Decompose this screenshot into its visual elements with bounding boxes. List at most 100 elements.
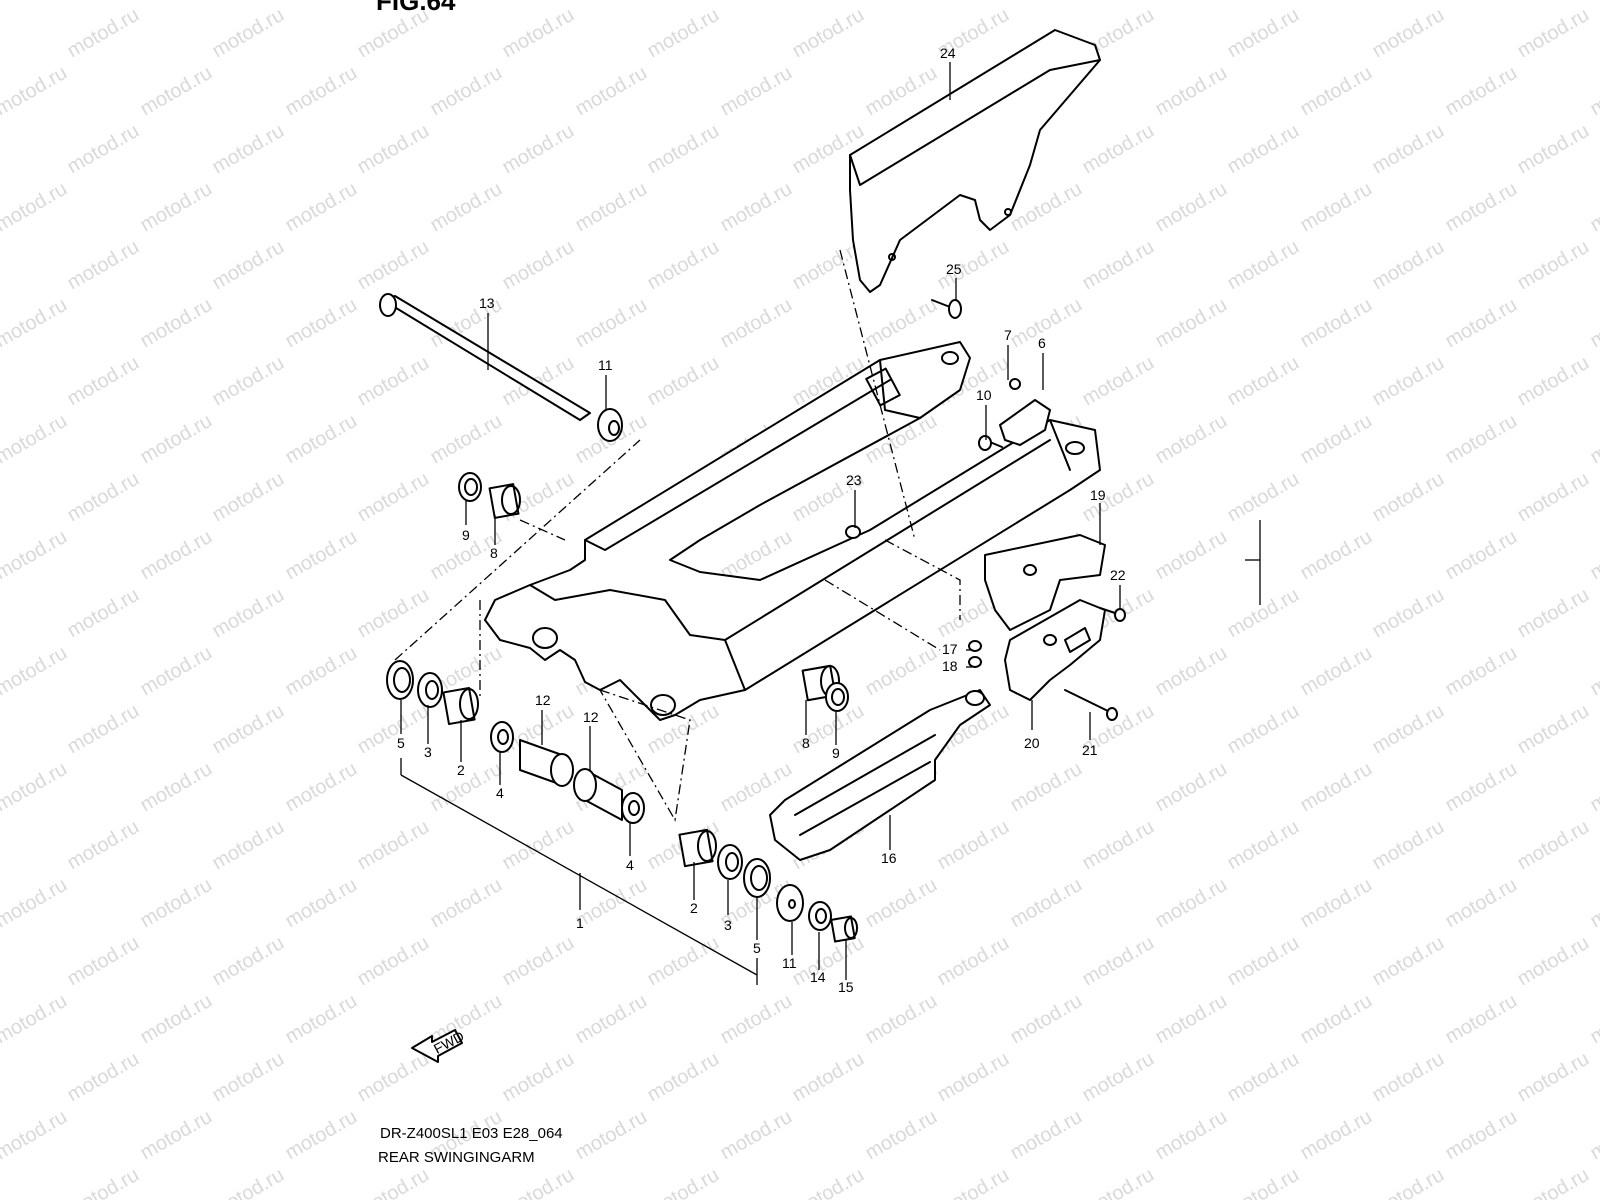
watermark-text: motod.ru (0, 1106, 71, 1165)
watermark-text: motod.ru (0, 410, 71, 469)
watermark-text: motod.ru (1587, 758, 1600, 817)
watermark-text: motod.ru (209, 236, 288, 295)
callout-5: 5 (753, 940, 761, 956)
watermark-text: motod.ru (1442, 526, 1521, 585)
watermark-text: motod.ru (137, 758, 216, 817)
watermark-text: motod.ru (1224, 4, 1303, 63)
callout-4: 4 (626, 857, 634, 873)
watermark-text: motod.ru (64, 1164, 143, 1200)
watermark-text: motod.ru (1224, 932, 1303, 991)
callout-9: 9 (462, 527, 470, 543)
watermark-text: motod.ru (862, 990, 941, 1049)
watermark-text: motod.ru (0, 62, 71, 121)
watermark-text: motod.ru (209, 584, 288, 643)
watermark-text: motod.ru (1587, 1106, 1600, 1165)
chain-case (849, 29, 1101, 293)
watermark-text: motod.ru (137, 178, 216, 237)
callout-13: 13 (479, 295, 495, 311)
washer-3-right (717, 844, 743, 880)
watermark-text: motod.ru (862, 294, 941, 353)
watermark-text: motod.ru (1297, 294, 1376, 353)
watermark-text: motod.ru (1152, 410, 1231, 469)
watermark-text: motod.ru (644, 1164, 723, 1200)
screw-25 (931, 299, 962, 319)
watermark-text: motod.ru (209, 120, 288, 179)
watermark-text: motod.ru (499, 1048, 578, 1107)
watermark-text: motod.ru (1297, 990, 1376, 1049)
watermark-text: motod.ru (1369, 236, 1448, 295)
callout-12: 12 (535, 692, 551, 708)
watermark-text: motod.ru (572, 294, 651, 353)
watermark-text: motod.ru (717, 62, 796, 121)
callout-5: 5 (397, 735, 405, 751)
watermark-text: motod.ru (137, 0, 216, 4)
watermark-text: motod.ru (282, 526, 361, 585)
nut-23 (845, 525, 861, 539)
watermark-text: motod.ru (1587, 294, 1600, 353)
watermark-text: motod.ru (427, 874, 506, 933)
callout-24: 24 (940, 45, 956, 61)
callout-4: 4 (496, 785, 504, 801)
watermark-text: motod.ru (282, 758, 361, 817)
watermark-text: motod.ru (934, 1164, 1013, 1200)
watermark-text: motod.ru (1442, 62, 1521, 121)
watermark-text: motod.ru (717, 1106, 796, 1165)
watermark-text: motod.ru (717, 0, 796, 4)
watermark-text: motod.ru (862, 642, 941, 701)
watermark-text: motod.ru (1152, 526, 1231, 585)
watermark-text: motod.ru (862, 1106, 941, 1165)
watermark-text: motod.ru (1514, 1164, 1593, 1200)
watermark-text: motod.ru (862, 874, 941, 933)
watermark-text: motod.ru (1297, 526, 1376, 585)
watermark-text: motod.ru (1514, 1048, 1593, 1107)
watermark-text: motod.ru (137, 874, 216, 933)
watermark-text: motod.ru (499, 932, 578, 991)
watermark-text: motod.ru (1079, 816, 1158, 875)
watermark-text: motod.ru (1587, 178, 1600, 237)
watermark-text: motod.ru (137, 642, 216, 701)
watermark-text: motod.ru (137, 1106, 216, 1165)
callout-8: 8 (802, 735, 810, 751)
watermark-text: motod.ru (789, 932, 868, 991)
leader-lines (400, 62, 1261, 985)
watermark-text: motod.ru (282, 0, 361, 4)
watermark-text: motod.ru (1224, 468, 1303, 527)
watermark-text: motod.ru (354, 236, 433, 295)
watermark-text: motod.ru (1442, 178, 1521, 237)
callout-9: 9 (832, 745, 840, 761)
watermark-text: motod.ru (1442, 990, 1521, 1049)
watermark-text: motod.ru (1587, 526, 1600, 585)
oil-seal-9 (458, 472, 482, 502)
watermark-text: motod.ru (1587, 874, 1600, 933)
watermark-text: motod.ru (1007, 990, 1086, 1049)
watermark-text: motod.ru (1514, 700, 1593, 759)
watermark-text: motod.ru (1587, 642, 1600, 701)
watermark-text: motod.ru (354, 468, 433, 527)
watermark-text: motod.ru (64, 4, 143, 63)
watermark-text: motod.ru (499, 120, 578, 179)
watermark-text: motod.ru (1152, 294, 1231, 353)
watermark-text: motod.ru (1152, 874, 1231, 933)
watermark-text: motod.ru (209, 468, 288, 527)
watermark-text: motod.ru (1297, 642, 1376, 701)
watermark-text: motod.ru (1514, 468, 1593, 527)
callout-17: 17 (942, 641, 958, 657)
callout-20: 20 (1024, 735, 1040, 751)
watermark-text: motod.ru (1442, 0, 1521, 4)
watermark-text: motod.ru (1587, 0, 1600, 4)
callout-2: 2 (457, 762, 465, 778)
watermark-text: motod.ru (1007, 294, 1086, 353)
watermark-text: motod.ru (1224, 236, 1303, 295)
watermark-text: motod.ru (209, 700, 288, 759)
watermark-text: motod.ru (644, 352, 723, 411)
watermark-text: motod.ru (354, 1164, 433, 1200)
callout-14: 14 (810, 969, 826, 985)
watermark-text: motod.ru (1079, 932, 1158, 991)
watermark-text: motod.ru (1297, 178, 1376, 237)
watermark-text: motod.ru (1297, 874, 1376, 933)
watermark-text: motod.ru (64, 468, 143, 527)
watermark-text: motod.ru (1514, 120, 1593, 179)
pivot-shaft (379, 293, 591, 421)
callout-8: 8 (490, 545, 498, 561)
